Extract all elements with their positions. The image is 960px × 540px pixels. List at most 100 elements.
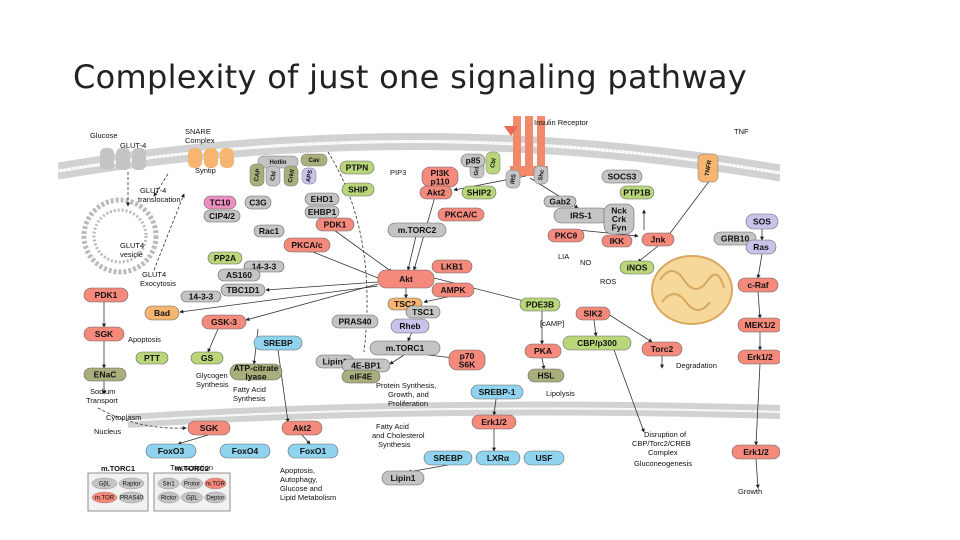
node-gab2: Gab2 (543, 195, 577, 208)
node-label: TSC2 (394, 299, 416, 309)
node-label: SREBP-1 (479, 387, 516, 397)
node-label: LXRα (487, 453, 510, 463)
inset-title: m.TORC1 (101, 464, 135, 473)
node-foxo1: FoxO1 (287, 443, 339, 459)
node-tsc1: TSC1 (405, 305, 441, 319)
node-p85: p85 (460, 153, 486, 168)
annotation-glut4: GLUT4 (120, 241, 144, 250)
node-sgk: SGK (187, 420, 231, 436)
annotation-transport: Transport (86, 396, 119, 405)
node-label: IRS-1 (570, 211, 592, 221)
node-usf: USF (523, 450, 565, 466)
node-label: IKK (610, 236, 626, 246)
node-ikk: IKK (601, 234, 633, 248)
inset-subunit-label: Protor (184, 482, 200, 488)
node-pp2a: PP2A (207, 251, 243, 265)
node-label: PKCA/C (445, 210, 478, 220)
node-label: SOS (753, 217, 771, 227)
node-label: iNOS (627, 263, 648, 273)
node-ptt: PTT (135, 351, 169, 365)
node-shape (135, 351, 169, 365)
node-label: AS160 (226, 270, 252, 280)
node-shape (387, 222, 447, 238)
node-pkca-c: PKCA/c (283, 237, 331, 253)
inset-subunit-label: Raptor (122, 482, 140, 488)
node-shape (737, 317, 780, 333)
node-shape (745, 213, 779, 230)
inset-subunit-label: Sin1 (163, 482, 176, 488)
inset-subunit (204, 477, 227, 490)
pathway-annotations: Insulin ReceptorTNFGlucoseGLUT-4SNARECom… (86, 118, 762, 502)
inset-subunit-label: GβL (99, 482, 111, 488)
inset-subunit (181, 477, 203, 490)
node-shape (562, 335, 632, 351)
annotation-glut4: GLUT4 (142, 270, 166, 279)
inset-frame (87, 472, 149, 512)
node-grb10: GRB10 (713, 231, 757, 246)
node-label: GS (201, 353, 214, 363)
annotation-autophagy: Autophagy, (280, 475, 317, 484)
annotation-apoptosis: Apoptosis (128, 335, 161, 344)
node-ship2: SHIP2 (461, 185, 497, 200)
node-label: 14-3-3 (252, 262, 277, 272)
protein-label: CrkII (288, 169, 296, 184)
annotation-tnf: TNF (734, 127, 749, 136)
membrane-protein-crkii: CrkII (283, 165, 299, 187)
membrane-protein-cbl: Cbl (485, 151, 501, 175)
node-shape (207, 251, 243, 265)
node-shape (619, 185, 655, 200)
node-as160: AS160 (217, 268, 261, 282)
node-label: Lipin1 (390, 473, 415, 483)
node-srebp: SREBP (423, 450, 473, 466)
node-torc2: Torc2 (641, 341, 683, 357)
node-label: SIK2 (584, 309, 603, 319)
protein-label: IRS (510, 174, 518, 185)
node-bad: Bad (144, 305, 180, 321)
protein-label: Shc (538, 169, 546, 182)
annotation-no: NO (580, 258, 591, 267)
node-akt2: Akt2 (281, 420, 323, 436)
node-shape (217, 268, 261, 282)
inset-subunit (118, 491, 145, 504)
node-label: PDK1 (324, 220, 347, 230)
node-pde3b: PDE3B (519, 297, 561, 312)
node-foxo4: FoxO4 (219, 443, 271, 459)
node-shape (419, 185, 453, 200)
node-label: c-Raf (747, 280, 768, 290)
node-shape (527, 368, 565, 383)
annotation-fatty-acid: Fatty Acid (233, 385, 266, 394)
node-ehbp1: EHBP1 (304, 205, 340, 219)
node-label: MEK1/2 (745, 320, 776, 330)
annotation-nucleus: Nucleus (94, 427, 121, 436)
node-sos: SOS (745, 213, 779, 230)
node-shape (437, 207, 485, 222)
node-label: SHIP2 (467, 188, 492, 198)
node-shape (281, 420, 323, 436)
node-label: Gab2 (549, 197, 571, 207)
annotation-apoptosis: Apoptosis, (280, 466, 315, 475)
node-shape (543, 195, 577, 208)
node-lipin1: Lipin1 (381, 470, 425, 486)
node-erk1-2: Erk1/2 (471, 414, 517, 430)
node-mek1-2: MEK1/2 (737, 317, 780, 333)
annotation-and-cholesterol: and Cholesterol (372, 431, 425, 440)
node-label: ENaC (94, 370, 117, 380)
annotation-glycogen: Glycogen (196, 371, 228, 380)
pathway-arrows (97, 151, 764, 489)
annotation-glut-4: GLUT-4 (120, 141, 146, 150)
node-label: PKCθ (555, 231, 578, 241)
signaling-pathway-diagram: HotlinCavCAPCblCrkIIAPSGrb10CblIRSShcTNF… (58, 116, 780, 512)
node-label: Akt2 (293, 423, 312, 433)
node-c3g: C3G (244, 195, 272, 210)
node-shape (745, 239, 777, 255)
node-label: TC10 (210, 198, 231, 208)
node-shape (244, 195, 272, 210)
annotation-lipid-metabolism: Lipid Metabolism (280, 493, 336, 502)
node-ptp1b: PTP1B (619, 185, 655, 200)
node-shape (601, 169, 643, 184)
node-shape (524, 343, 562, 359)
node-label: PTT (144, 353, 161, 363)
annotation-synthesis: Synthesis (378, 440, 411, 449)
annotation-lia: LIA (558, 252, 569, 261)
